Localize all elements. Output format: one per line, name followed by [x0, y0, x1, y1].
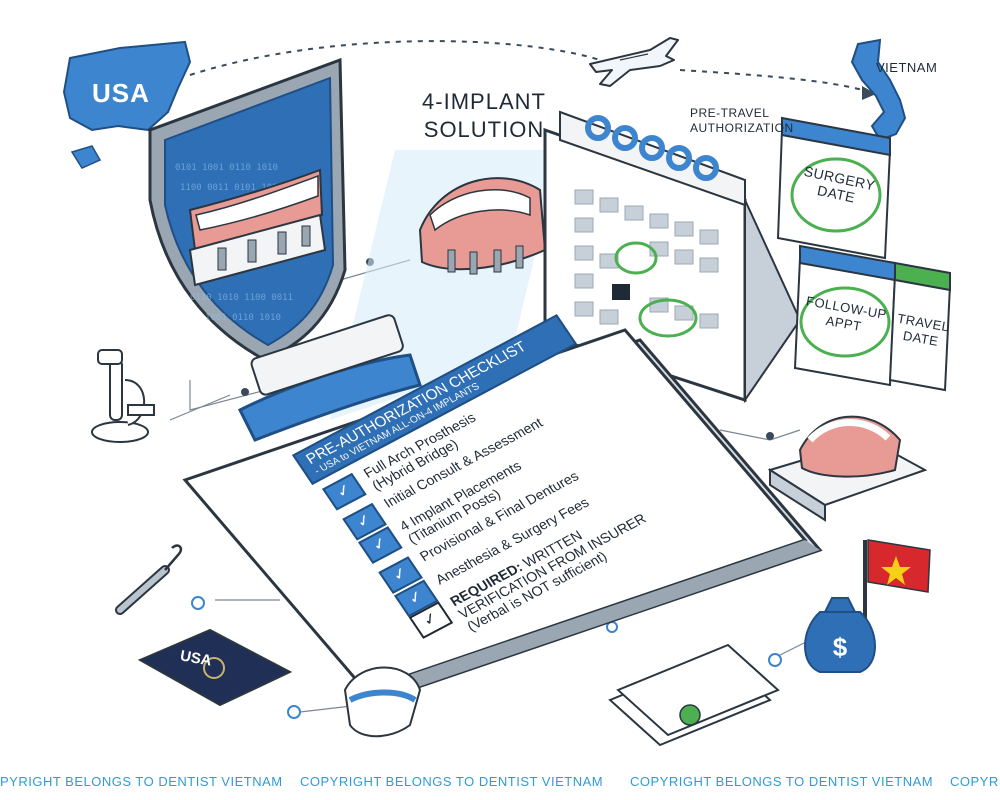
svg-text:1001 0110 1010: 1001 0110 1010: [205, 313, 281, 323]
svg-text:1100 0011 0101 1001: 1100 0011 0101 1001: [180, 183, 283, 193]
airplane-icon: [589, 37, 679, 87]
money-bag-icon: $: [804, 597, 876, 673]
solution-title-line1: 4-IMPLANT: [422, 89, 546, 114]
connector-nodes: [191, 596, 782, 719]
svg-text:0101 1001 0110 1010: 0101 1001 0110 1010: [175, 163, 278, 173]
denture-model-icon: [767, 415, 928, 522]
svg-text:$: $: [833, 632, 848, 662]
usa-map-icon: [62, 40, 192, 132]
copyright-watermark: PYRIGHT BELONGS TO DENTIST VIETNAM COPYR…: [0, 770, 1000, 794]
solution-title: 4-IMPLANT SOLUTION: [404, 88, 564, 144]
flight-arrow-icon: [862, 86, 876, 100]
watermark-text: COPYRI: [950, 774, 1000, 789]
vietnam-map-label: VIETNAM: [876, 60, 938, 75]
follow-up-card: [793, 244, 897, 387]
vietnam-map-icon: [850, 38, 907, 142]
vietnam-flag-icon: [863, 539, 931, 660]
travel-date-card: [888, 261, 952, 392]
watermark-text: PYRIGHT BELONGS TO DENTIST VIETNAM: [0, 774, 283, 789]
svg-text:0110 1010 1100 0011: 0110 1010 1100 0011: [190, 293, 293, 303]
center-denture-icon: [418, 177, 547, 275]
pre-travel-line2: AUTHORIZATION: [690, 121, 794, 135]
passport-icon: [137, 628, 293, 707]
surgery-date-card: [776, 116, 892, 260]
dental-probe-icon: [115, 544, 183, 615]
microscope-icon: [91, 349, 155, 443]
flight-path: [189, 40, 871, 93]
usa-map-label: USA: [92, 78, 150, 108]
watermark-text: COPYRIGHT BELONGS TO DENTIST VIETNAM: [630, 774, 934, 789]
solution-title-line2: SOLUTION: [423, 117, 545, 142]
checkbox-checked-icon: ✓: [322, 472, 367, 511]
alaska-icon: [70, 145, 102, 169]
documents-stack-icon: [608, 643, 780, 747]
calendar-icon: [543, 110, 802, 404]
full-denture-icon: [343, 666, 422, 738]
pre-travel-line1: PRE-TRAVEL: [690, 106, 770, 120]
pre-travel-authorization-label: PRE-TRAVEL AUTHORIZATION: [690, 106, 794, 136]
insurance-shield-icon: 0101 1001 0110 1010 1100 0011 0101 1001 …: [148, 57, 347, 362]
watermark-text: COPYRIGHT BELONGS TO DENTIST VIETNAM: [300, 774, 604, 789]
